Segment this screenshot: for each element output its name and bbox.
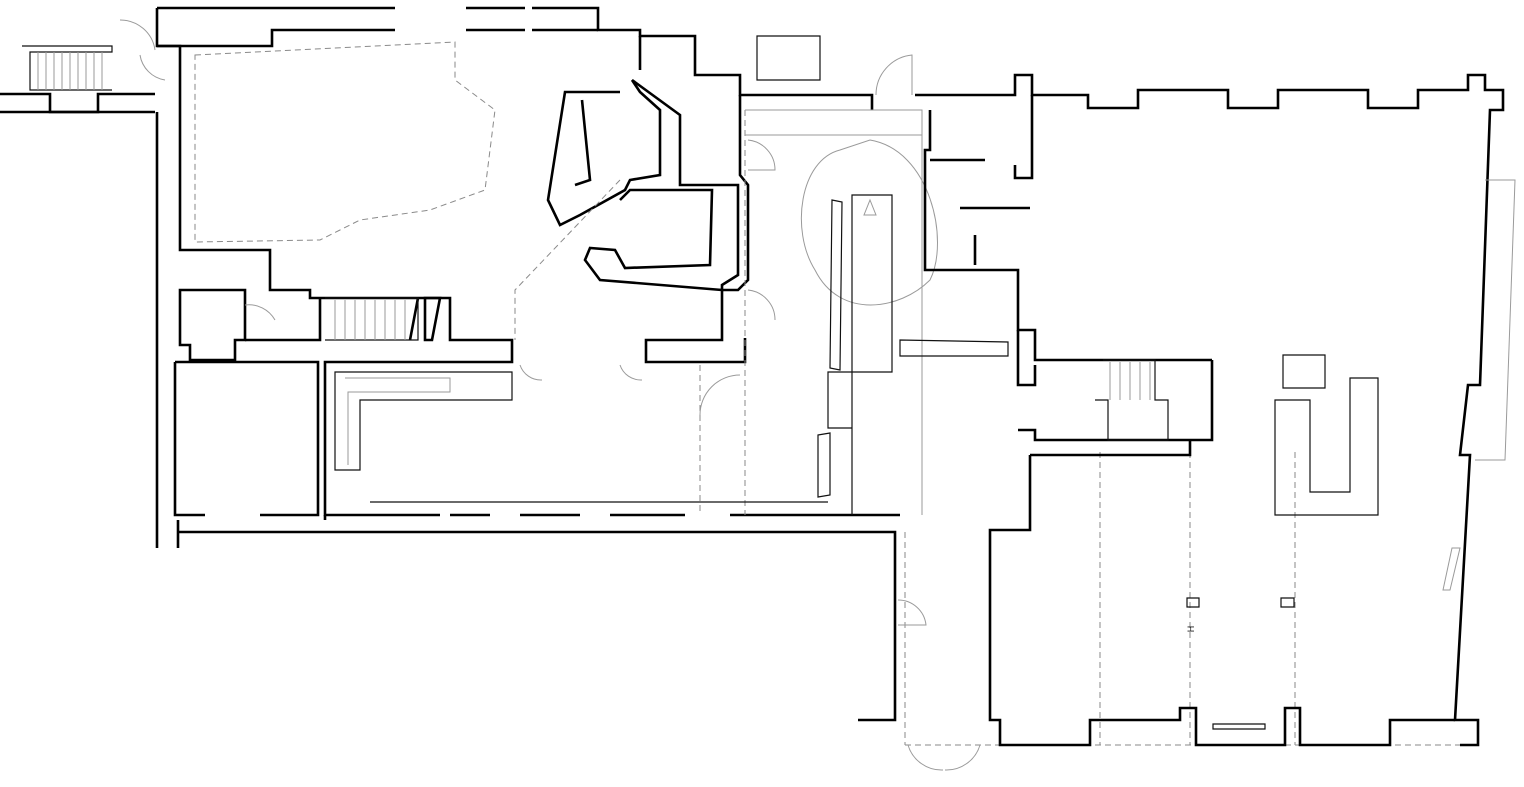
- left-building-walls: [0, 6, 900, 722]
- exterior-stair-top-left: [0, 45, 155, 114]
- reception-counter: [334, 371, 513, 471]
- right-building-walls: [915, 73, 1516, 747]
- door-swings: [119, 19, 981, 771]
- central-stair: [325, 297, 419, 341]
- courtyard: [745, 109, 1009, 515]
- dashed-overlines: [194, 41, 1460, 746]
- structural-symbol-label: H: [1185, 625, 1196, 633]
- misc-objects: [370, 35, 828, 503]
